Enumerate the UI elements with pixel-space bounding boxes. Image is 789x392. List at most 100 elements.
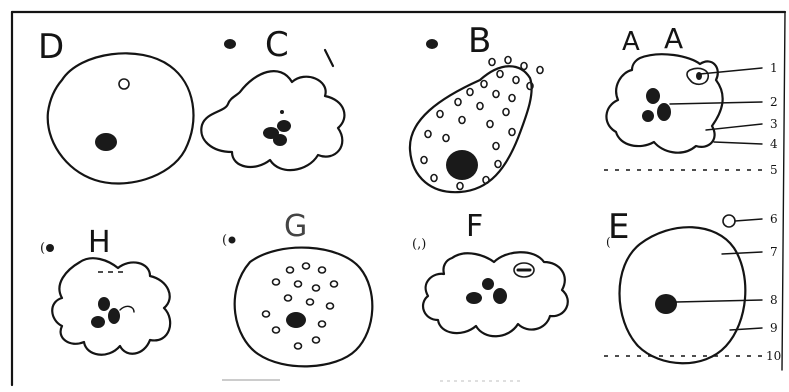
label-c: C: [265, 25, 289, 65]
label-f: F: [466, 209, 483, 244]
panel-b: B: [410, 21, 543, 192]
callout-7: 7: [770, 245, 778, 259]
granule: [331, 281, 338, 287]
granule: [487, 121, 493, 128]
granule: [303, 263, 310, 269]
cell-f-nucleus-lobe-2: [482, 278, 494, 290]
cell-d-outline: [48, 53, 194, 183]
leader-8: [676, 300, 762, 302]
label-h-mark: (: [40, 241, 45, 256]
leader-7: [722, 252, 762, 254]
granule: [263, 311, 270, 317]
cell-a-nucleus-lobe-3: [657, 103, 671, 121]
granule: [273, 327, 280, 333]
granule: [455, 99, 461, 106]
label-d: D: [38, 27, 64, 67]
granule: [287, 267, 294, 273]
granule: [425, 131, 431, 138]
granule: [307, 299, 314, 305]
panel-g: ( G: [222, 209, 372, 366]
callout-10: 10: [766, 349, 781, 363]
granule: [421, 157, 427, 164]
cell-f-nucleus-lobe-3: [493, 288, 507, 304]
granule: [489, 59, 495, 66]
granule: [295, 343, 302, 349]
panel-h: ( H: [40, 225, 170, 355]
granule: [521, 63, 527, 70]
cell-h-nucleus-lobe-2: [91, 316, 105, 328]
cell-c-nucleus-lobe-2: [277, 120, 291, 132]
granule: [431, 175, 437, 182]
label-g: G: [284, 209, 307, 244]
callout-3: 3: [770, 117, 778, 131]
cell-h-nucleus-lobe-1: [98, 297, 110, 311]
cell-g-granules: [263, 263, 338, 349]
cell-b-nucleus: [446, 150, 478, 180]
cell-a-nucleus-lobe-1: [646, 88, 660, 104]
granule: [513, 77, 519, 84]
cell-c-granule: [280, 110, 284, 114]
cell-c-nucleus-lobe-3: [273, 134, 287, 146]
callout-1: 1: [770, 61, 778, 75]
cell-g-nucleus: [286, 312, 306, 328]
label-g-dot: [229, 237, 236, 244]
callout-9: 9: [770, 321, 778, 335]
granule: [493, 91, 499, 98]
label-f-mark: (,): [412, 237, 426, 252]
callout-2: 2: [770, 95, 778, 109]
granule: [457, 183, 463, 190]
label-b: B: [468, 21, 491, 61]
granule: [493, 143, 499, 150]
cell-h-nucleus-lobe-3: [108, 308, 120, 324]
label-e: E: [608, 207, 629, 247]
granule: [459, 117, 465, 124]
callout-4: 4: [770, 137, 778, 151]
panel-a: A A 1 2 3 4 5: [604, 22, 778, 177]
granule: [505, 57, 511, 64]
right-border: [782, 12, 785, 370]
label-c-mark: [224, 39, 236, 49]
leader-2: [670, 102, 762, 104]
cell-e-contractile-vacuole: [723, 215, 735, 227]
cell-e-nucleus: [655, 294, 677, 314]
label-h-dot: [46, 244, 54, 252]
leader-1: [700, 68, 762, 74]
cell-d-vacuole: [119, 79, 129, 89]
cell-f-nucleus-lobe-1: [466, 292, 482, 304]
label-a: A: [664, 22, 683, 55]
cell-e-outline: [620, 227, 746, 363]
granule: [319, 267, 326, 273]
panel-c: C: [201, 25, 344, 170]
granule: [295, 281, 302, 287]
granule: [437, 111, 443, 118]
callout-5: 5: [770, 163, 778, 177]
leader-6: [735, 219, 762, 221]
granule: [443, 135, 449, 142]
granule: [509, 129, 515, 136]
cell-c-outline: [201, 71, 344, 170]
panel-f: (,) F: [412, 209, 568, 336]
cell-g-outline: [235, 248, 373, 367]
callout-6: 6: [770, 212, 778, 226]
granule: [327, 303, 334, 309]
granule: [503, 109, 509, 116]
granule: [497, 71, 503, 78]
label-a-mark: A: [622, 27, 640, 57]
cell-c-tick: [325, 50, 333, 66]
granule: [313, 337, 320, 343]
granule: [495, 161, 501, 168]
cell-d-nucleus: [95, 133, 117, 151]
label-b-mark: [426, 39, 438, 49]
callout-8: 8: [770, 293, 778, 307]
leader-9: [730, 328, 762, 330]
granule: [537, 67, 543, 74]
cell-h-curl: [120, 306, 134, 312]
panel-d: D: [38, 27, 193, 183]
label-h: H: [88, 225, 111, 260]
leader-3: [706, 124, 762, 130]
granule: [481, 81, 487, 88]
panel-e: ( E 6 7 8 9 10: [604, 207, 781, 363]
granule: [467, 89, 473, 96]
